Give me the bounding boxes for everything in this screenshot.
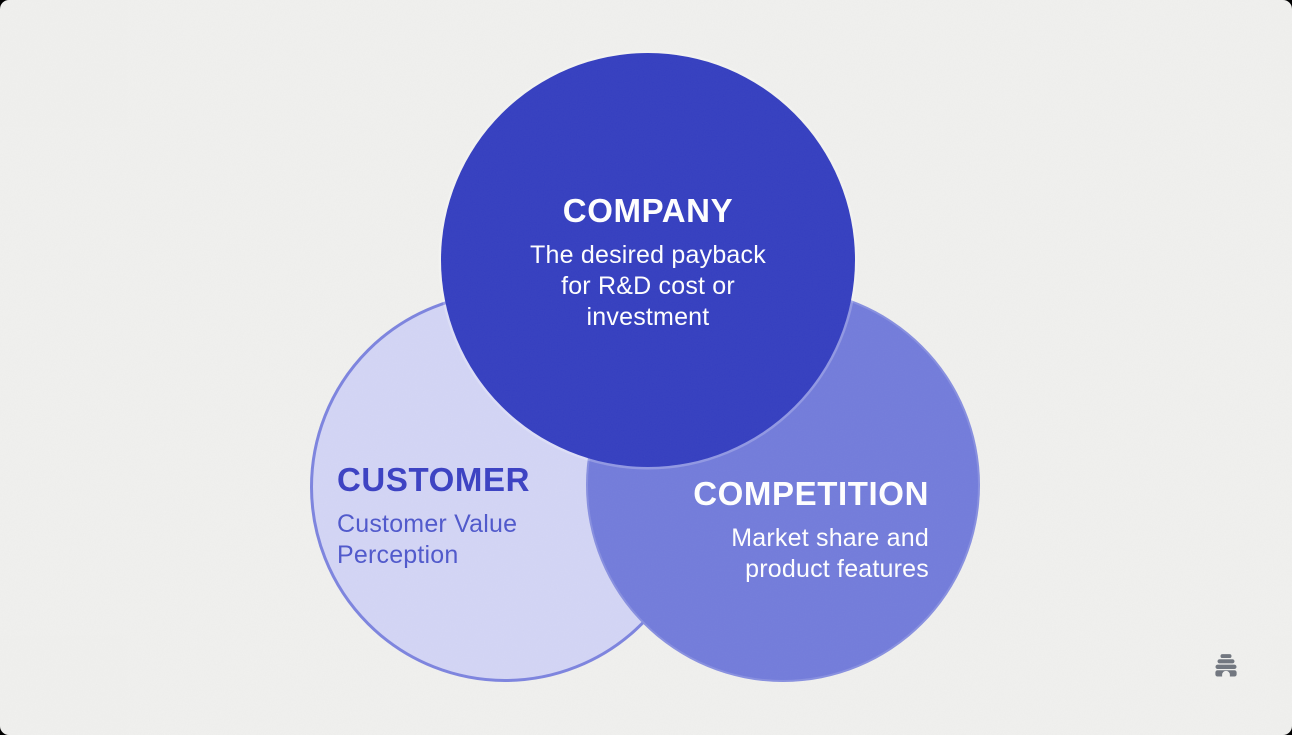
beehive-icon [1215,654,1237,677]
competition-label-block: COMPETITION Market share and product fea… [609,475,929,585]
company-title: COMPANY [562,192,734,229]
company-desc-line-1: The desired payback [530,241,766,270]
company-desc-line-2: for R&D cost or [561,272,735,301]
customer-desc-line-1: Customer Value [337,510,518,539]
company-desc-line-3: investment [586,303,710,332]
company-label-block: COMPANY The desired payback for R&D cost… [448,192,848,333]
competition-desc-line-2: product features [745,555,929,584]
competition-title: COMPETITION [693,475,929,512]
competition-description: Market share and product features [609,523,929,585]
customer-label-block: CUSTOMER Customer Value Perception [337,461,597,571]
beehive-logo-badge[interactable] [1208,648,1244,686]
competition-desc-line-1: Market share and [731,524,929,553]
customer-desc-line-2: Perception [337,541,459,570]
customer-description: Customer Value Perception [337,509,597,571]
customer-title: CUSTOMER [337,461,531,498]
company-description: The desired payback for R&D cost or inve… [448,240,848,333]
